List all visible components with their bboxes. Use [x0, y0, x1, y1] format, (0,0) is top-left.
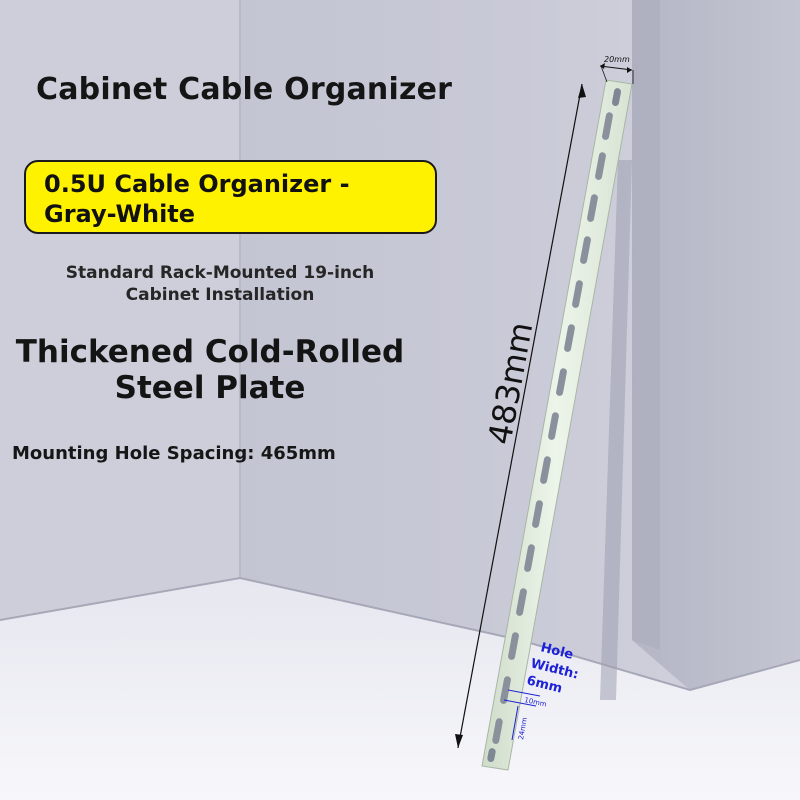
product-title: Cabinet Cable Organizer: [36, 72, 453, 107]
variant-badge-line2: Gray-White: [44, 200, 196, 228]
variant-badge: 0.5U Cable Organizer - Gray-White: [24, 160, 437, 234]
width-dimension: 20mm: [599, 55, 634, 84]
variant-badge-line1: 0.5U Cable Organizer -: [44, 170, 350, 198]
left-wall: [0, 0, 240, 620]
width-label: 20mm: [604, 55, 630, 64]
material-line1: Thickened Cold-Rolled: [15, 334, 405, 370]
installation-line2: Cabinet Installation: [125, 285, 315, 305]
installation-line1: Standard Rack-Mounted 19-inch: [65, 263, 375, 283]
hole-spacing-text: Mounting Hole Spacing: 465mm: [12, 443, 336, 464]
bar-slots: [492, 112, 613, 744]
cable-organizer-bar: [481, 79, 633, 771]
material-line2: Steel Plate: [114, 370, 306, 406]
material-heading: Thickened Cold-Rolled Steel Plate: [0, 334, 420, 406]
floor: [0, 578, 800, 800]
bar-shadow: [600, 160, 632, 700]
slot-length-label: 24mm: [517, 717, 529, 741]
installation-subtitle: Standard Rack-Mounted 19-inch Cabinet In…: [20, 262, 420, 306]
right-wall: [632, 0, 800, 690]
